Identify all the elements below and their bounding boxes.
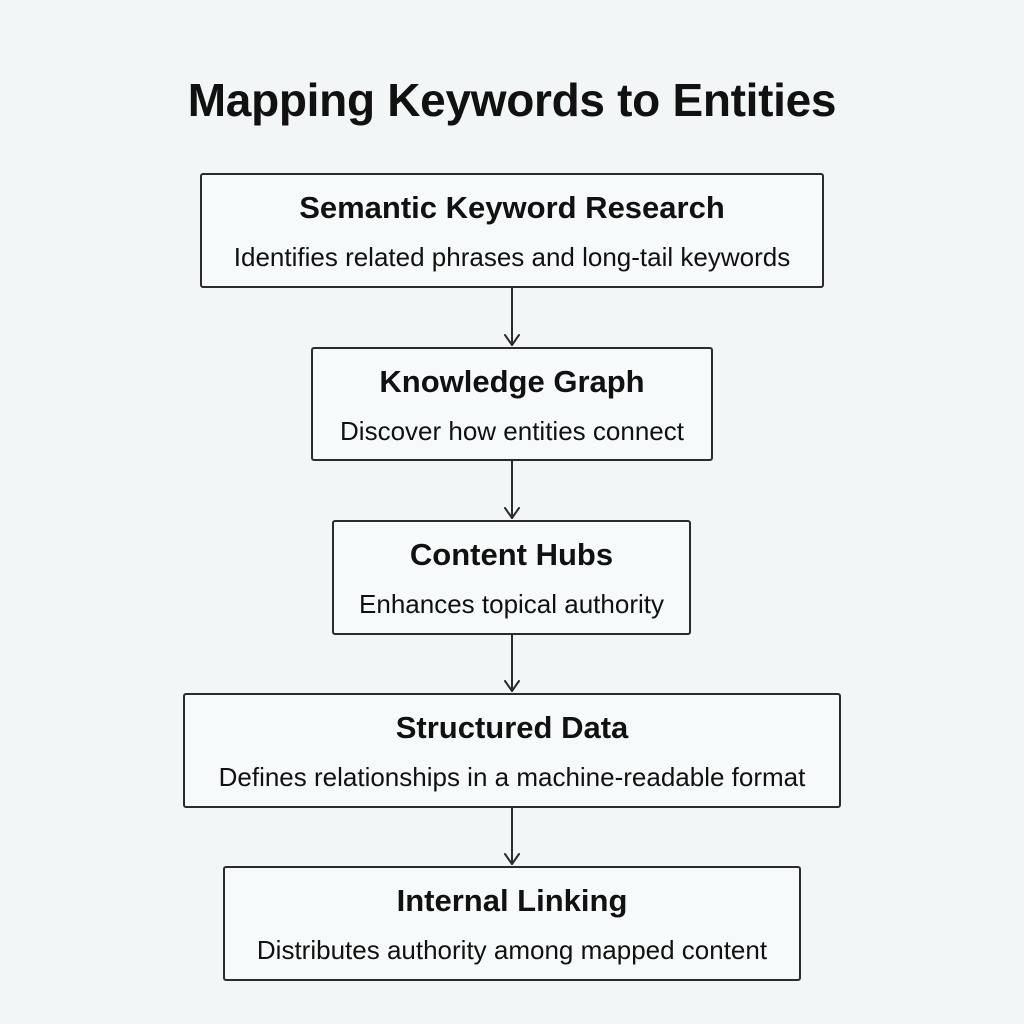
step-title: Content Hubs xyxy=(409,537,614,572)
step-semantic-keyword-research: Semantic Keyword Research Identifies rel… xyxy=(200,173,824,288)
step-title: Semantic Keyword Research xyxy=(299,190,725,225)
step-description: Identifies related phrases and long-tail… xyxy=(233,242,791,272)
arrow-4-to-5 xyxy=(504,807,520,865)
step-structured-data: Structured Data Defines relationships in… xyxy=(183,693,841,808)
step-description: Defines relationships in a machine-reada… xyxy=(218,762,806,792)
step-title: Internal Linking xyxy=(396,883,628,918)
step-knowledge-graph: Knowledge Graph Discover how entities co… xyxy=(311,347,713,461)
arrow-2-to-3 xyxy=(504,460,520,519)
arrow-3-to-4 xyxy=(504,634,520,692)
diagram-title: Mapping Keywords to Entities xyxy=(187,74,837,126)
arrow-1-to-2 xyxy=(504,287,520,346)
step-internal-linking: Internal Linking Distributes authority a… xyxy=(223,866,801,981)
step-description: Distributes authority among mapped conte… xyxy=(256,935,768,965)
step-title: Knowledge Graph xyxy=(379,364,645,399)
step-content-hubs: Content Hubs Enhances topical authority xyxy=(332,520,691,635)
step-title: Structured Data xyxy=(395,710,629,745)
step-description: Discover how entities connect xyxy=(340,416,684,446)
step-description: Enhances topical authority xyxy=(359,589,664,619)
